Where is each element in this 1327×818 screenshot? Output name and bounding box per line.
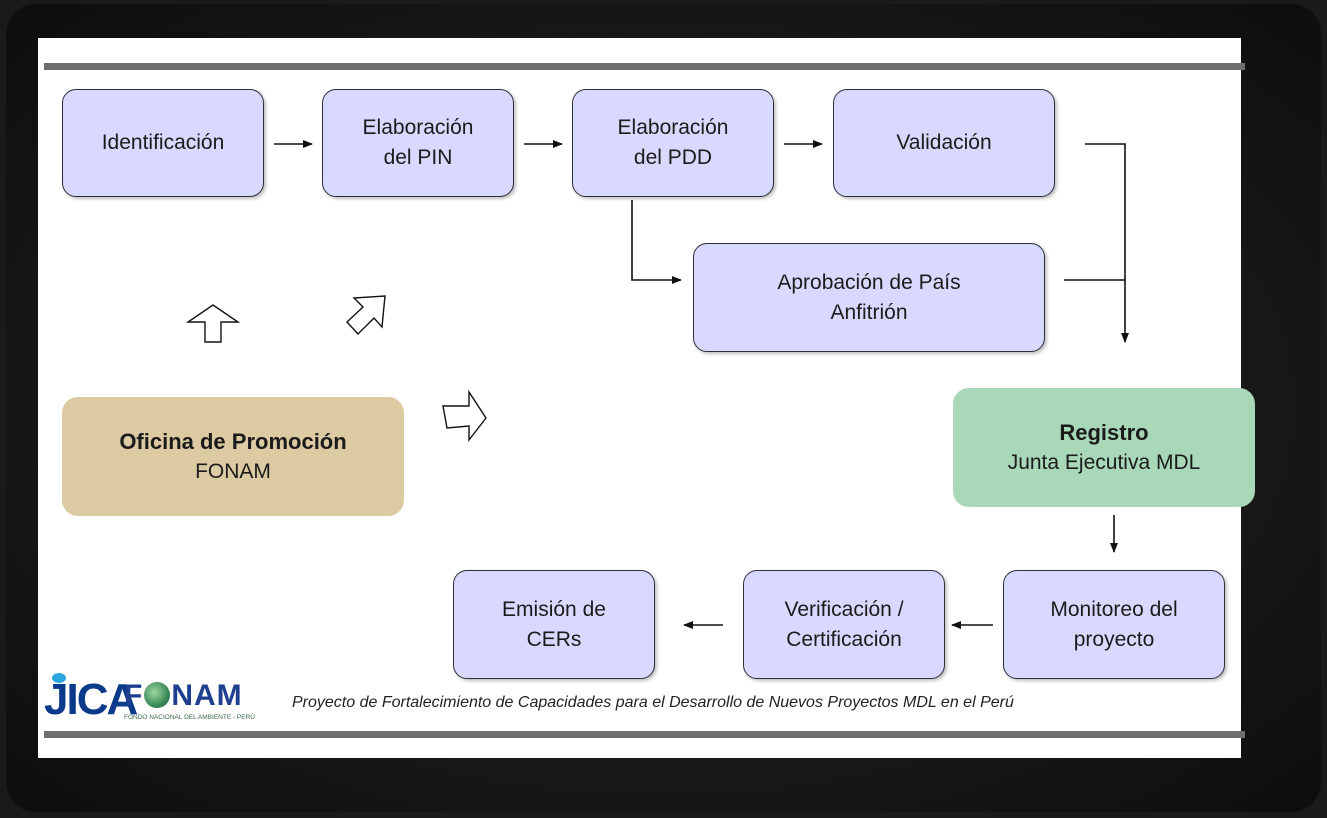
edge-pdd-aprobacion bbox=[631, 200, 682, 284]
node-monitoreo-proyecto: Monitoreo del proyecto bbox=[1003, 570, 1225, 679]
node-label-line: Aprobación de País bbox=[777, 270, 961, 294]
jica-logo-dot bbox=[52, 673, 66, 683]
node-subtitle: FONAM bbox=[195, 459, 271, 483]
node-validacion: Validación bbox=[833, 89, 1055, 197]
fonam-logo-tagline: FONDO NACIONAL DEL AMBIENTE - PERÚ bbox=[124, 714, 255, 721]
node-label-line: proyecto bbox=[1073, 627, 1155, 651]
node-label-line: Elaboración bbox=[362, 116, 474, 139]
node-label-line: Validación bbox=[896, 131, 992, 154]
block-arrow-up-right-icon bbox=[346, 295, 386, 336]
node-label-line: Elaboración bbox=[617, 116, 729, 139]
node-label-line: CERs bbox=[526, 627, 582, 651]
node-verificacion-certificacion: Verificación / Certificación bbox=[743, 570, 945, 679]
bottom-rule bbox=[44, 731, 1245, 738]
node-identificacion: Identificación bbox=[62, 89, 264, 197]
node-label-line: Emisión de bbox=[502, 597, 606, 621]
node-label-line: Anfitrión bbox=[830, 300, 908, 324]
node-label-line: Identificación bbox=[101, 131, 225, 154]
node-emision-cers: Emisión de CERs bbox=[453, 570, 655, 679]
footer-project-title: Proyecto de Fortalecimiento de Capacidad… bbox=[292, 694, 1014, 711]
node-elaboracion-pdd: Elaboración del PDD bbox=[572, 89, 774, 197]
edge-validacion-registro bbox=[1085, 143, 1129, 343]
node-label-line: Monitoreo del bbox=[1050, 597, 1178, 621]
node-aprobacion-pais-anfitrion: Aprobación de País Anfitrión bbox=[693, 243, 1045, 352]
block-arrow-up-icon bbox=[185, 304, 241, 343]
node-registro: Registro Junta Ejecutiva MDL bbox=[953, 388, 1255, 507]
globe-icon bbox=[144, 682, 171, 708]
node-label-line: del PDD bbox=[633, 146, 713, 169]
node-elaboracion-pin: Elaboración del PIN bbox=[322, 89, 514, 197]
node-label-line: Verificación / bbox=[784, 597, 904, 621]
block-arrow-right-icon bbox=[442, 389, 487, 443]
node-subtitle: Junta Ejecutiva MDL bbox=[1007, 450, 1201, 474]
top-rule bbox=[44, 63, 1245, 70]
node-title: Oficina de Promoción bbox=[119, 428, 347, 454]
node-oficina-promocion: Oficina de Promoción FONAM bbox=[62, 397, 404, 516]
node-label-line: del PIN bbox=[383, 146, 453, 169]
node-title: Registro bbox=[1059, 419, 1149, 445]
node-label-line: Certificación bbox=[786, 627, 902, 651]
jica-logo: JICA bbox=[44, 675, 138, 724]
